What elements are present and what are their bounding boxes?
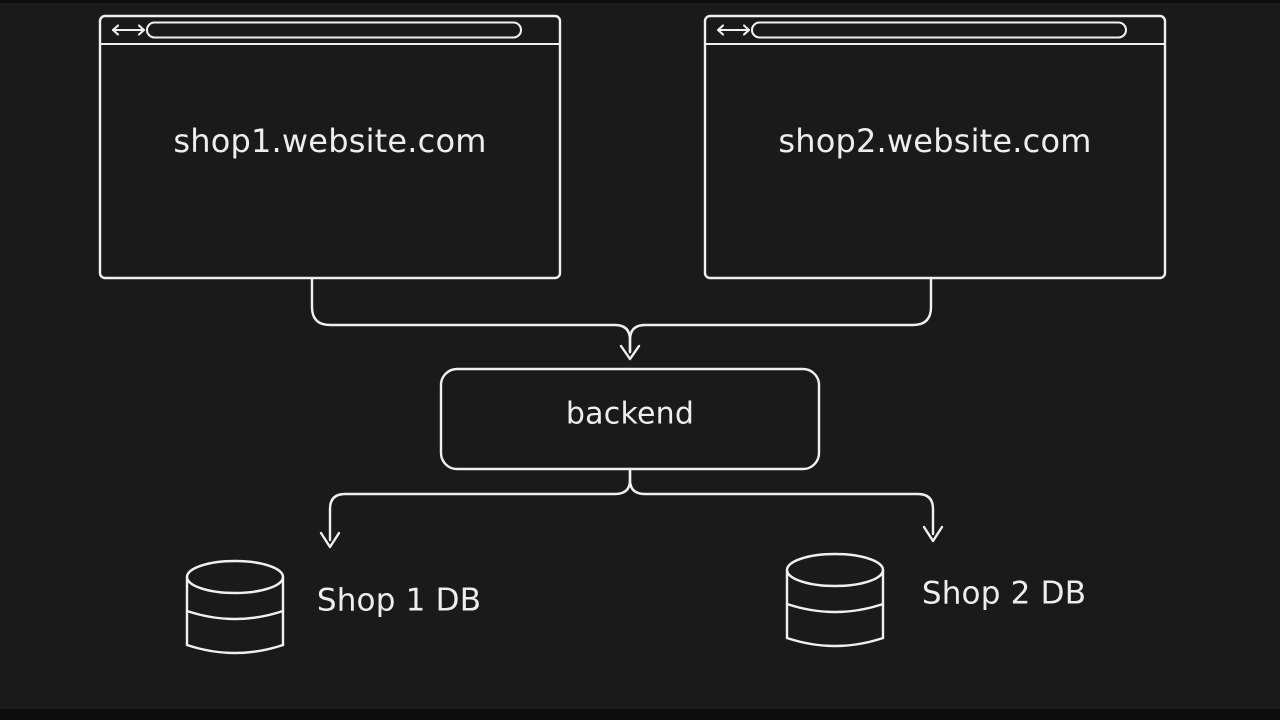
address-bar[interactable] [145, 21, 523, 39]
database-shop1[interactable]: Shop 1 DB [185, 559, 481, 655]
forward-arrow-icon[interactable] [127, 24, 146, 36]
database-shop2[interactable]: Shop 2 DB [785, 552, 1086, 648]
edge-shop1-to-backend [310, 276, 632, 354]
browser-url-label: shop1.website.com [173, 122, 486, 160]
letterbox-bottom [0, 709, 1280, 720]
edge-backend-to-db2 [628, 467, 944, 543]
edge-shop2-to-backend [628, 276, 933, 354]
browser-frame [703, 14, 1167, 280]
browser-window-shop2[interactable]: shop2.website.com [703, 14, 1167, 280]
arrowhead-to-backend [619, 344, 641, 361]
back-arrow-icon[interactable] [111, 24, 130, 36]
address-bar[interactable] [750, 21, 1128, 39]
forward-arrow-icon[interactable] [732, 24, 751, 36]
backend-label: backend [566, 397, 694, 432]
back-arrow-icon[interactable] [716, 24, 735, 36]
browser-frame [98, 14, 562, 280]
database-cylinder-icon [185, 559, 285, 655]
browser-url-label: shop2.website.com [778, 122, 1091, 160]
edge-backend-to-db1 [319, 467, 632, 549]
letterbox-top [0, 0, 1280, 3]
browser-window-shop1[interactable]: shop1.website.com [98, 14, 562, 280]
node-backend[interactable]: backend [439, 367, 821, 471]
database-label: Shop 2 DB [922, 576, 1086, 612]
database-cylinder-icon [785, 552, 885, 648]
database-label: Shop 1 DB [317, 583, 481, 619]
